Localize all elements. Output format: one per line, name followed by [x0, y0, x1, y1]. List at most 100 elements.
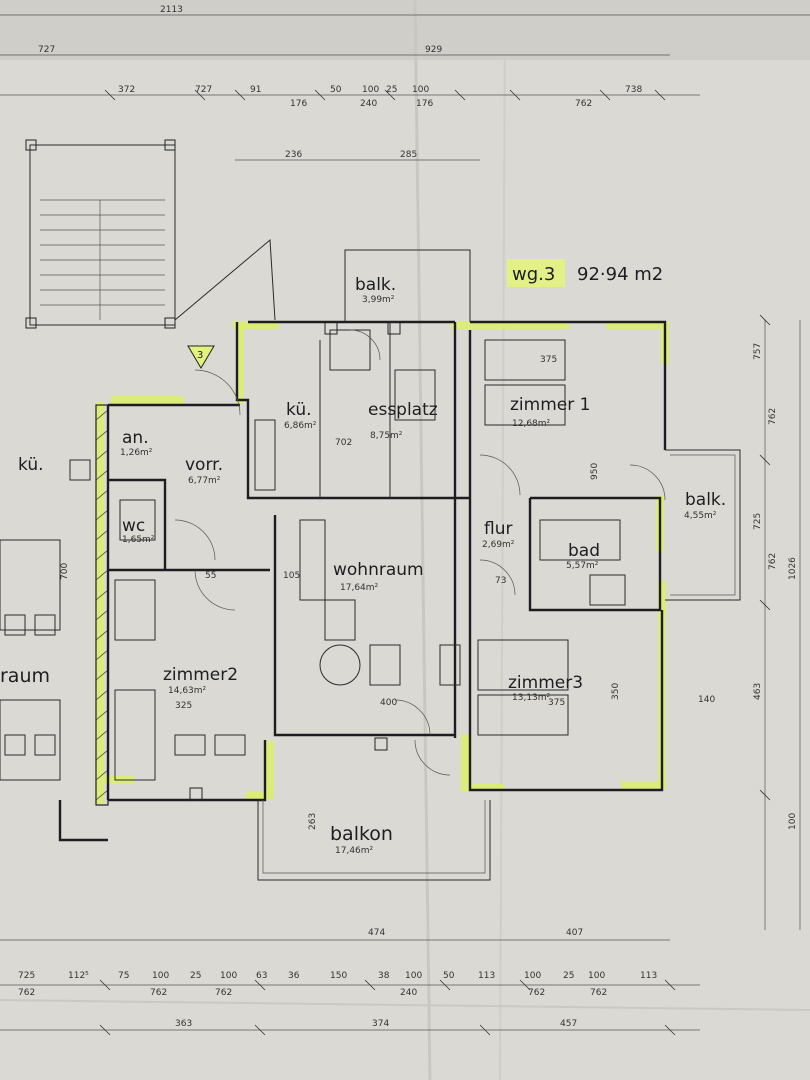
dim-right-3: 1026 [788, 557, 798, 580]
dim-bot-r2-0: 725 [18, 971, 35, 981]
dim-top-r3-2: 91 [250, 85, 261, 95]
dim-int-7: 702 [335, 438, 352, 448]
unit-area: 92·94 m2 [577, 264, 663, 285]
dim-top-r3b-0: 176 [290, 99, 307, 109]
dim-bot-r2-13: 100 [524, 971, 541, 981]
room-area-anr: 1,26m² [120, 448, 153, 458]
top-dimension-labels: 2113 727 929 372 727 91 50 100 25 100 73… [38, 5, 642, 160]
dim-int-4: 325 [175, 701, 192, 711]
room-name-anr: an. [122, 428, 149, 448]
dim-right-5: 762 [768, 553, 778, 570]
unit-label: wg.3 92·94 m2 [507, 259, 663, 287]
room-name-zimmer1: zimmer 1 [510, 395, 590, 415]
room-name-balkon: balkon [330, 823, 393, 845]
dim-bot-r2-12: 113 [478, 971, 495, 981]
stair-marker: 3 [187, 345, 215, 369]
dim-bot-r2-14: 25 [563, 971, 574, 981]
dim-int-1: 950 [590, 463, 600, 480]
dim-bot-r2-10: 100 [405, 971, 422, 981]
room-name-zimmer2: zimmer2 [163, 665, 238, 685]
dim-bot-r2-5: 100 [220, 971, 237, 981]
room-name-bad: bad [568, 541, 600, 561]
dim-bot-r2b-4: 762 [528, 988, 545, 998]
dim-int-6: 700 [60, 563, 70, 580]
dim-bot-r2b-1: 762 [150, 988, 167, 998]
interior-lines [0, 139, 741, 881]
room-name-flur: flur [484, 519, 512, 539]
dim-bot-r2-15: 100 [588, 971, 605, 981]
room-area-balk-right: 4,55m² [684, 511, 717, 521]
room-area-essplatz: 8,75m² [370, 431, 403, 441]
unit-number: wg.3 [512, 264, 555, 285]
dim-int-9: 140 [698, 695, 715, 705]
dim-top-r3-0: 372 [118, 85, 135, 95]
dim-int-10: 73 [495, 576, 506, 586]
dim-top-r3-1: 727 [195, 85, 212, 95]
dim-int-12: 105 [283, 571, 300, 581]
dim-bot-r1-1: 407 [566, 928, 583, 938]
room-area-wohnraum: 17,64m² [340, 583, 379, 593]
dim-top-r2-0: 727 [38, 45, 55, 55]
walls [58, 320, 667, 842]
dim-right-4: 463 [753, 683, 763, 700]
dim-bot-r2b-3: 240 [400, 988, 417, 998]
dim-top-r3b-1: 240 [360, 99, 377, 109]
dim-bot-r2-3: 100 [152, 971, 169, 981]
dim-bot-r2-9: 38 [378, 971, 390, 981]
dim-top-r3b-2: 176 [416, 99, 433, 109]
dim-top-r3-5: 25 [386, 85, 397, 95]
room-area-balk-top: 3,99m² [362, 295, 395, 305]
dim-top-r2-1: 929 [425, 45, 442, 55]
right-dimension-labels: 757 762 725 1026 463 762 100 [753, 343, 798, 830]
bottom-dimension-labels: 474 407 725 112⁵ 75 100 25 100 63 36 150… [18, 928, 657, 1029]
dim-bot-r2-4: 25 [190, 971, 201, 981]
dim-int-8: 400 [380, 698, 397, 708]
room-name-wc: wc [122, 516, 145, 536]
dimension-lines [0, 14, 810, 1036]
room-area-balkon: 17,46m² [335, 846, 374, 856]
dim-right-0: 757 [753, 343, 763, 360]
dim-top-r3-4: 100 [362, 85, 379, 95]
room-area-zimmer2: 14,63m² [168, 686, 207, 696]
dim-bot-r3-0: 363 [175, 1019, 192, 1029]
dim-bot-r2-1: 112⁵ [68, 971, 89, 981]
dim-bot-r2-8: 150 [330, 971, 347, 981]
room-name-essplatz: essplatz [368, 400, 438, 420]
dim-top-r3-3: 50 [330, 85, 342, 95]
room-name-balk-right: balk. [685, 490, 726, 510]
room-name-kueche: kü. [286, 400, 312, 420]
room-area-wc: 1,65m² [122, 535, 155, 545]
dim-bot-r2-2: 75 [118, 971, 129, 981]
dim-top-r3-6: 100 [412, 85, 429, 95]
dim-int-0: 375 [540, 355, 557, 365]
stair-marker-number: 3 [197, 350, 203, 361]
dim-int-11: 55 [205, 571, 216, 581]
dim-int-3: 375 [548, 698, 565, 708]
room-name-raum-left: raum [0, 665, 50, 687]
dim-right-2: 725 [753, 513, 763, 530]
interior-dimension-labels: 375 950 350 375 325 263 700 702 400 140 … [60, 355, 715, 830]
dim-bot-r3-2: 457 [560, 1019, 577, 1029]
dim-bot-r3-1: 374 [372, 1019, 389, 1029]
dim-top-r3-7: 738 [625, 85, 642, 95]
room-labels: balk. 3,99m² kü. 6,86m² essplatz 8,75m² … [0, 275, 726, 856]
dim-right-6: 100 [788, 813, 798, 830]
dim-top-total: 2113 [160, 5, 183, 15]
dim-top-r3b-3: 762 [575, 99, 592, 109]
room-name-kue-left: kü. [18, 455, 44, 475]
dim-bot-r2b-0: 762 [18, 988, 35, 998]
room-name-vorr: vorr. [185, 455, 223, 475]
room-area-flur: 2,69m² [482, 540, 515, 550]
room-area-zimmer1: 12,68m² [512, 419, 551, 429]
room-area-vorr: 6,77m² [188, 476, 221, 486]
dim-bot-r2-16: 113 [640, 971, 657, 981]
room-name-zimmer3: zimmer3 [508, 673, 583, 693]
dim-bot-r2b-5: 762 [590, 988, 607, 998]
dim-top-r4-1: 285 [400, 150, 417, 160]
room-name-wohnraum: wohnraum [333, 560, 424, 580]
dim-bot-r1-0: 474 [368, 928, 385, 938]
dim-bot-r2b-2: 762 [215, 988, 232, 998]
room-area-bad: 5,57m² [566, 561, 599, 571]
dim-bot-r2-11: 50 [443, 971, 455, 981]
